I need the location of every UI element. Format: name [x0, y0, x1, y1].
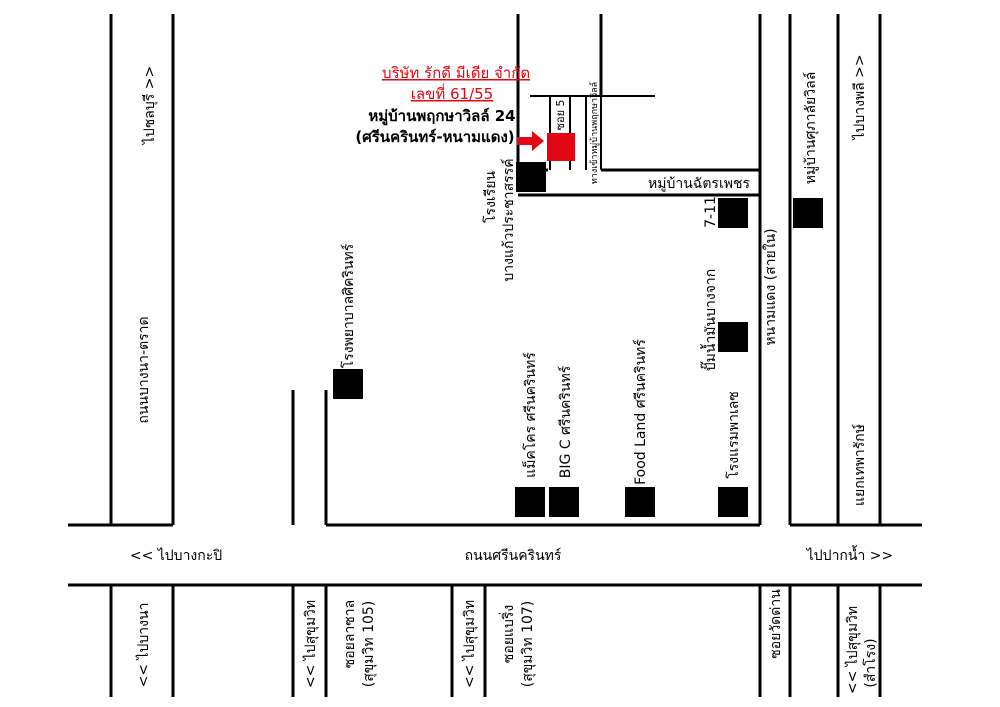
bigc-label: BIG C ศรีนครินทร์ — [557, 365, 574, 478]
to-bangphli-label: ไปบางพลี >> — [851, 54, 868, 140]
soi5-label: ซอย 5 — [554, 99, 567, 130]
company-name: บริษัท รักดี มีเดีย จำกัด — [382, 64, 530, 82]
bangna-trat-label: ถนนบางนา-ตราด — [136, 316, 152, 423]
makro-building — [515, 487, 545, 517]
makro-label: แม็คโคร ศรีนครินทร์ — [521, 352, 539, 478]
sukhumvit107-label: (สุขุมวิท 107) — [520, 601, 536, 688]
kasem-village-label: หมู่บ้านศุภาลัยวิลล์ — [802, 72, 819, 185]
company-number: เลขที่ 61/55 — [411, 83, 493, 103]
village-area: (ศรีนครินทร์-หนามแดง) — [355, 128, 514, 146]
bigc-building — [549, 487, 579, 517]
seven-eleven-building — [718, 198, 748, 228]
school-building — [516, 162, 546, 192]
school-label: โรงเรียน — [482, 171, 499, 223]
arrow-right-icon — [517, 131, 544, 151]
main-road-label: ถนนศรีนครินทร์ — [465, 547, 562, 564]
to-paknam-label: ไปปากน้ำ >> — [806, 545, 894, 564]
to-sukhumvit-3-label: << ไปสุขุมวิท — [844, 606, 861, 694]
village-address: หมู่บ้านพฤกษาวิลล์ 24 — [368, 107, 515, 126]
gas-station-building — [718, 322, 748, 352]
to-bangna-label: << ไปบางนา — [135, 603, 152, 688]
soi-lasalle-label: ซอยลาซาล — [342, 600, 358, 669]
hotel-building — [718, 487, 748, 517]
soi-baering-label: ซอยแบริ่ง — [499, 605, 517, 663]
foodland-building — [625, 487, 655, 517]
namdaeng-road-label: หนามแดง (สายใน) — [762, 228, 779, 345]
thepharak-junction-label: แยกเทพารักษ์ — [851, 424, 868, 506]
soi-watdan-label: ซอยวัดด่าน — [768, 589, 784, 659]
hotel-label: โรงแรมพาเลซ — [725, 391, 742, 479]
gas-station-label: ปั๊มน้ำมันบางจาก — [700, 269, 719, 371]
kasem-village-building — [793, 198, 823, 228]
to-sukhumvit-2-label: << ไปสุขุมวิท — [461, 600, 478, 688]
company-location-marker — [547, 133, 575, 161]
hospital-label: โรงพยาบาลศิครินทร์ — [340, 243, 357, 368]
to-chonburi-label: ไปชลบุรี >> — [141, 66, 158, 145]
samrong-label: (สำโรง) — [862, 638, 879, 687]
school-name-label: บางแก้วประชาสรรค์ — [500, 158, 517, 281]
hospital-building — [333, 369, 363, 399]
foodland-label: Food Land ศรีนครินทร์ — [632, 339, 649, 485]
seven-eleven-label: 7-11 — [703, 196, 719, 228]
to-bangkapi-label: << ไปบางกะปิ — [130, 547, 222, 564]
sukhumvit105-label: (สุขุมวิท 105) — [361, 601, 377, 688]
to-sukhumvit-1-label: << ไปสุขุมวิท — [302, 600, 319, 688]
village-entrance-label: ทางเข้าหมู่บ้านพฤกษาวิลล์ — [588, 82, 600, 184]
chatphet-village-label: หมู่บ้านฉัตรเพชร — [648, 176, 750, 192]
